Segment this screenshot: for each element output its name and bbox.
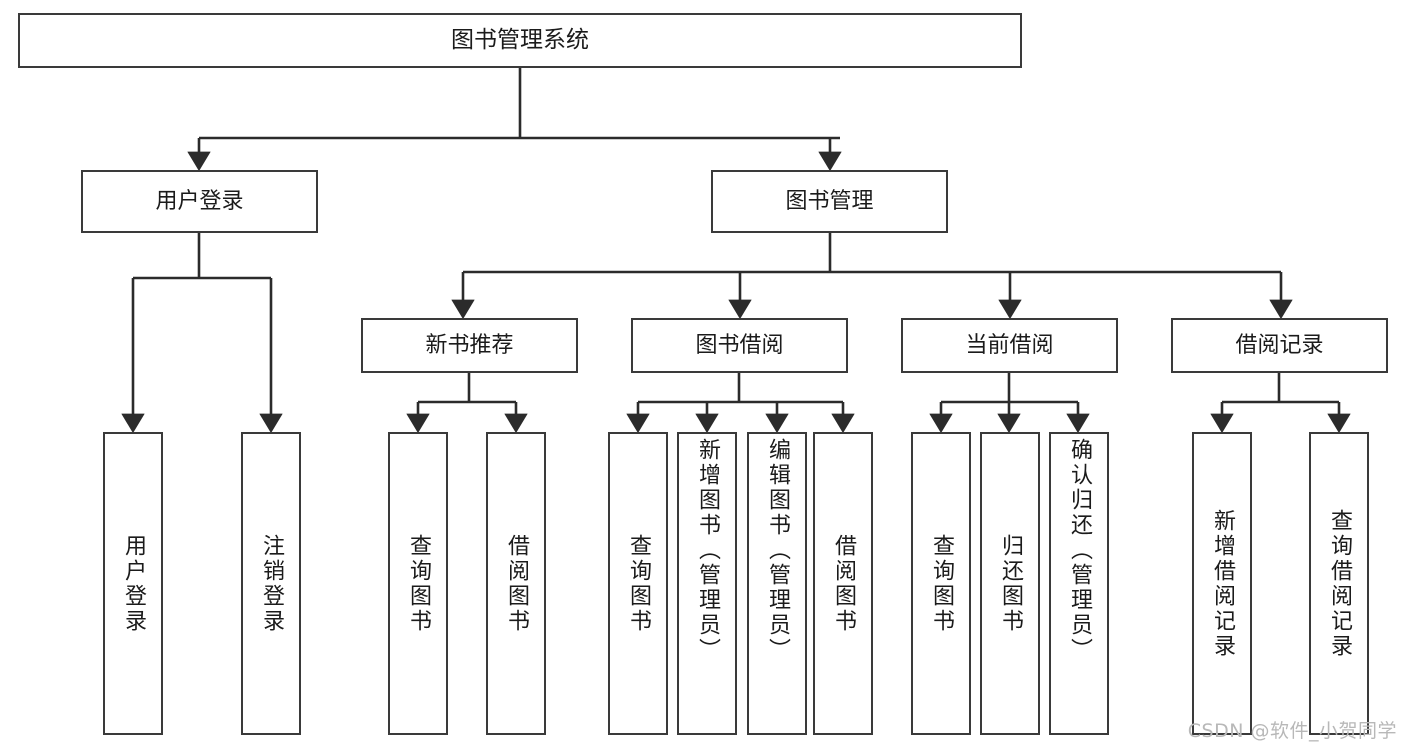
node-label: 借阅图书 — [831, 533, 856, 634]
watermark-text: CSDN @软件_小贺同学 — [1187, 720, 1397, 742]
node-user-login[interactable]: 用户登录 — [81, 170, 318, 233]
node-label: 查询图书 — [626, 533, 651, 634]
node-label: 图书管理系统 — [451, 26, 589, 53]
node-borrow-record[interactable]: 借阅记录 — [1171, 318, 1388, 373]
node-label: 查询图书 — [929, 533, 954, 634]
node-label: 归还图书 — [998, 533, 1023, 634]
node-label: 编辑图书（管理员） — [765, 438, 790, 663]
node-leaf-return-book[interactable]: 归还图书 — [980, 432, 1040, 735]
node-label: 用户登录 — [121, 533, 146, 634]
node-leaf-user-login[interactable]: 用户登录 — [103, 432, 163, 735]
node-leaf-query-record[interactable]: 查询借阅记录 — [1309, 432, 1369, 735]
node-leaf-add-book[interactable]: 新增图书（管理员） — [677, 432, 737, 735]
node-label: 图书管理 — [785, 188, 874, 214]
node-label: 图书借阅 — [695, 332, 784, 358]
node-label: 确认归还（管理员） — [1067, 438, 1092, 663]
node-label: 查询借阅记录 — [1327, 508, 1352, 659]
node-label: 用户登录 — [155, 188, 244, 214]
node-book-borrow[interactable]: 图书借阅 — [631, 318, 848, 373]
node-leaf-query-book-3[interactable]: 查询图书 — [911, 432, 971, 735]
node-label: 查询图书 — [406, 533, 431, 634]
node-new-book-recommend[interactable]: 新书推荐 — [361, 318, 578, 373]
node-label: 新书推荐 — [425, 332, 514, 358]
node-leaf-borrow-book-1[interactable]: 借阅图书 — [486, 432, 546, 735]
node-leaf-add-record[interactable]: 新增借阅记录 — [1192, 432, 1252, 735]
node-label: 注销登录 — [259, 533, 284, 634]
node-label: 新增借阅记录 — [1210, 508, 1235, 659]
node-leaf-query-book-2[interactable]: 查询图书 — [608, 432, 668, 735]
node-label: 借阅记录 — [1235, 332, 1324, 358]
node-leaf-query-book-1[interactable]: 查询图书 — [388, 432, 448, 735]
node-leaf-logout-login[interactable]: 注销登录 — [241, 432, 301, 735]
node-label: 新增图书（管理员） — [695, 438, 720, 663]
node-book-manage[interactable]: 图书管理 — [711, 170, 948, 233]
node-label: 当前借阅 — [965, 332, 1054, 358]
node-current-borrow[interactable]: 当前借阅 — [901, 318, 1118, 373]
node-leaf-confirm-return[interactable]: 确认归还（管理员） — [1049, 432, 1109, 735]
node-leaf-borrow-book-2[interactable]: 借阅图书 — [813, 432, 873, 735]
node-root-system[interactable]: 图书管理系统 — [18, 13, 1022, 68]
node-leaf-edit-book[interactable]: 编辑图书（管理员） — [747, 432, 807, 735]
node-label: 借阅图书 — [504, 533, 529, 634]
